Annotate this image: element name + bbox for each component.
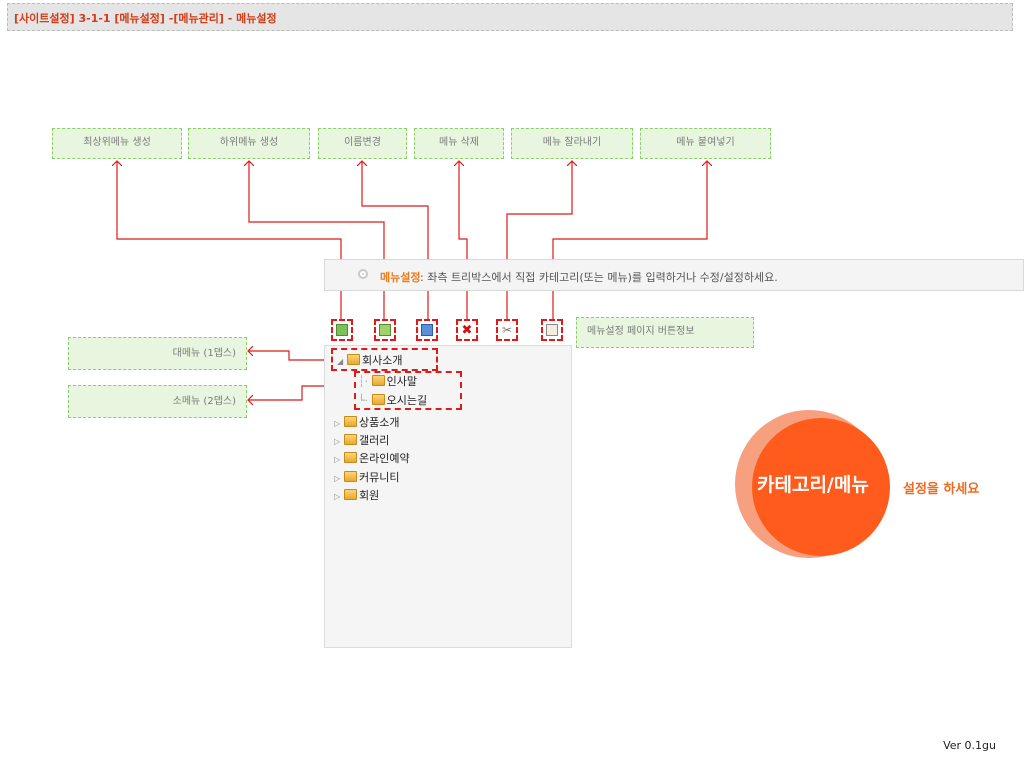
label-create-top-menu: 최상위메뉴 생성 xyxy=(52,128,182,159)
folder-icon xyxy=(344,471,357,482)
collapsed-arrow-icon[interactable]: ▷ xyxy=(334,437,341,446)
add-sub-menu-icon xyxy=(379,324,391,336)
tree-item-reservation[interactable]: ▷온라인예약 xyxy=(334,452,410,465)
connector-paste xyxy=(552,161,707,319)
rename-icon xyxy=(421,324,433,336)
label-delete-menu: 메뉴 삭제 xyxy=(414,128,504,159)
info-bar: 메뉴설정 : 좌측 트리박스에서 직접 카테고리(또는 메뉴)를 입력하거나 수… xyxy=(324,259,1024,291)
label-rename: 이름변경 xyxy=(318,128,407,159)
paste-icon xyxy=(546,324,558,336)
folder-icon xyxy=(344,434,357,445)
connector-delete xyxy=(459,161,468,319)
badge-suffix-text: 설정을 하세요 xyxy=(903,482,980,497)
tree-line: └· xyxy=(358,394,369,407)
label-depth2: 소메뉴 (2뎁스) xyxy=(68,385,247,418)
connector-top-menu xyxy=(117,161,342,319)
collapsed-arrow-icon[interactable]: ▷ xyxy=(334,455,341,464)
delete-icon: ✖ xyxy=(461,322,473,338)
cut-button[interactable]: ✂ xyxy=(496,319,518,341)
radio-circle-icon xyxy=(358,269,368,279)
tree-line: ┆· xyxy=(358,375,369,388)
folder-icon xyxy=(371,375,385,386)
tree-item-directions[interactable]: └· 오시는길 xyxy=(358,394,428,407)
folder-icon xyxy=(344,416,357,427)
add-top-menu-button[interactable] xyxy=(331,319,353,341)
folder-icon xyxy=(344,489,357,500)
label-button-info: 메뉴설정 페이지 버튼정보 xyxy=(576,317,754,348)
tree-item-gallery[interactable]: ▷갤러리 xyxy=(334,434,390,447)
paste-button[interactable] xyxy=(541,319,563,341)
page-header: [사이트설정] 3-1-1 [메뉴설정] -[메뉴관리] - 메뉴설정 xyxy=(7,3,1013,31)
depth2-highlight xyxy=(354,371,462,410)
delete-button[interactable]: ✖ xyxy=(456,319,478,341)
label-create-sub-menu: 하위메뉴 생성 xyxy=(188,128,310,159)
info-text: : 좌측 트리박스에서 직접 카테고리(또는 메뉴)를 입력하거나 수정/설정하… xyxy=(420,271,778,284)
version-label: Ver 0.1gu xyxy=(943,739,996,752)
folder-icon xyxy=(347,354,360,365)
label-paste-menu: 메뉴 붙여넣기 xyxy=(640,128,771,159)
menu-tree-panel xyxy=(324,345,572,648)
collapsed-arrow-icon[interactable]: ▷ xyxy=(334,474,341,483)
label-cut-menu: 메뉴 잘라내기 xyxy=(511,128,633,159)
tree-item-community[interactable]: ▷커뮤니티 xyxy=(334,471,400,484)
label-depth1: 대메뉴 (1뎁스) xyxy=(68,337,247,370)
tree-item-company[interactable]: ◢회사소개 xyxy=(337,354,403,367)
depth1-highlight xyxy=(331,348,438,371)
folder-icon xyxy=(344,452,357,463)
folder-icon xyxy=(371,394,385,405)
tree-item-greeting[interactable]: ┆· 인사말 xyxy=(358,375,417,388)
connector-depth1 xyxy=(248,351,332,361)
connector-cut xyxy=(506,161,572,319)
collapsed-arrow-icon[interactable]: ▷ xyxy=(334,492,341,501)
info-title: 메뉴설정 xyxy=(380,271,421,284)
badge-circle-front xyxy=(752,418,890,556)
expanded-arrow-icon[interactable]: ◢ xyxy=(337,357,344,366)
add-sub-menu-button[interactable] xyxy=(374,319,396,341)
cut-icon: ✂ xyxy=(501,323,513,337)
rename-button[interactable] xyxy=(416,319,438,341)
tree-item-members[interactable]: ▷회원 xyxy=(334,489,380,502)
tree-item-products[interactable]: ▷상품소개 xyxy=(334,416,400,429)
page-title: [사이트설정] 3-1-1 [메뉴설정] -[메뉴관리] - 메뉴설정 xyxy=(14,12,277,25)
collapsed-arrow-icon[interactable]: ▷ xyxy=(334,419,341,428)
connector-rename xyxy=(362,161,429,319)
add-top-menu-icon xyxy=(336,324,348,336)
badge-main-text: 카테고리/메뉴 xyxy=(757,474,869,496)
connector-sub-menu xyxy=(249,161,385,319)
